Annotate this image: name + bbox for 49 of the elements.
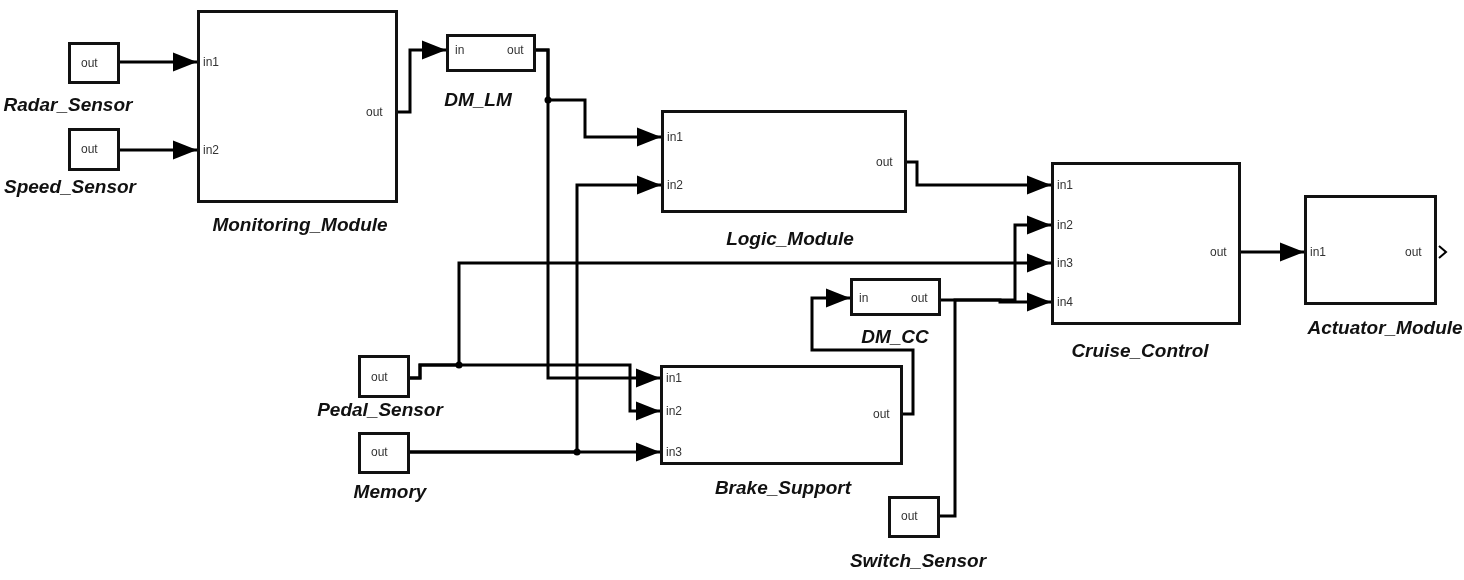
port-label: in1 [667,130,683,144]
port-label: in2 [1057,218,1073,232]
block-name: Logic_Module [725,228,855,250]
port-label: out [371,445,388,459]
port-label: out [1210,245,1227,259]
port-label: in4 [1057,295,1073,309]
port-label: in1 [666,371,682,385]
port-label: in1 [1310,245,1326,259]
port-label: out [371,370,388,384]
signal-line [940,215,1051,518]
block-name: Speed_Sensor [3,176,137,198]
block-name: DM_LM [443,89,513,111]
port-label: in [859,291,869,305]
port-label: in1 [203,55,219,69]
port-label: out [901,509,918,523]
block-name: Actuator_Module [1306,317,1464,339]
port-label: out [1405,245,1422,259]
block-name: Pedal_Sensor [316,399,444,421]
block-name: Monitoring_Module [211,214,389,236]
port-label: out [911,291,928,305]
port-label: out [876,155,893,169]
port-label: out [873,407,890,421]
signal-line [120,140,197,160]
port-label: in3 [666,445,682,459]
signal-line [398,40,446,114]
signal-line [410,253,1051,380]
signal-line [941,292,1051,312]
port-label: out [366,105,383,119]
block-name: Radar_Sensor [2,94,134,116]
block-name: Brake_Support [713,477,853,499]
signal-line [120,52,197,72]
block-name: DM_CC [860,326,930,348]
signal-line [1241,242,1304,262]
block-name: Cruise_Control [1070,340,1210,362]
port-label: out [507,43,524,57]
signal-line [536,48,660,388]
signal-line [810,288,915,416]
signal-line [410,175,661,454]
port-label: in2 [667,178,683,192]
block-name: Memory [352,481,428,503]
port-label: in [455,43,465,57]
block-name: Switch_Sensor [848,550,988,572]
signal-line [907,160,1051,195]
port-label: in2 [666,404,682,418]
port-label: in3 [1057,256,1073,270]
port-label: out [81,142,98,156]
port-label: out [81,56,98,70]
port-label: in1 [1057,178,1073,192]
port-label: in2 [203,143,219,157]
